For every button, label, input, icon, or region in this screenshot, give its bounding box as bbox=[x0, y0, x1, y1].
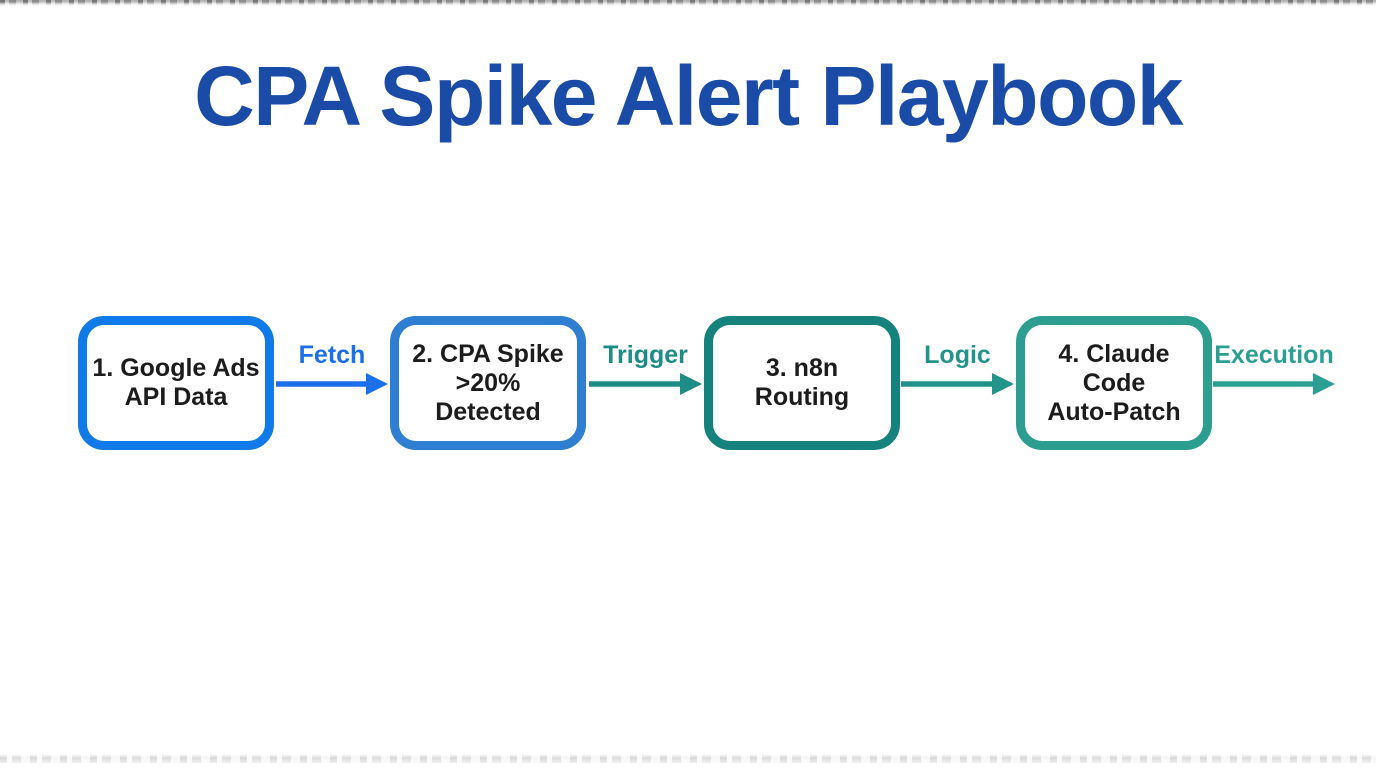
node-cpa-spike-detected: 2. CPA Spike >20% Detected bbox=[390, 316, 586, 450]
arrow-right-icon bbox=[589, 373, 702, 395]
connector-label: Execution bbox=[1214, 341, 1334, 369]
connector-label: Fetch bbox=[298, 341, 366, 369]
top-edge-artifact bbox=[0, 0, 1376, 6]
node-label-line: Auto-Patch bbox=[1047, 397, 1181, 426]
arrow-right-icon bbox=[1213, 373, 1335, 395]
page-title: CPA Spike Alert Playbook bbox=[194, 49, 1183, 143]
connector-label: Trigger bbox=[603, 341, 688, 369]
connector-logic: Logic bbox=[901, 342, 1014, 398]
node-label-line: 1. Google Ads bbox=[92, 354, 260, 382]
arrow-right-icon bbox=[276, 373, 388, 395]
node-label-line: 4. Claude bbox=[1058, 339, 1170, 368]
arrow-right-icon bbox=[901, 373, 1014, 395]
connector-label: Logic bbox=[924, 341, 991, 369]
bottom-edge-artifact bbox=[0, 754, 1376, 763]
node-label-line: 2. CPA Spike bbox=[412, 339, 564, 368]
node-label-line: 3. n8n bbox=[765, 354, 839, 382]
node-claude-code-auto-patch: 4. Claude Code Auto-Patch bbox=[1016, 316, 1212, 450]
connector-fetch: Fetch bbox=[276, 342, 388, 398]
node-label-line: Routing bbox=[754, 383, 850, 411]
node-label-line: Detected bbox=[435, 397, 541, 426]
connector-trigger: Trigger bbox=[589, 342, 702, 398]
node-label-line: API Data bbox=[124, 383, 228, 411]
node-label-line: Code bbox=[1082, 368, 1146, 397]
connector-execution: Execution bbox=[1213, 342, 1335, 398]
node-n8n-routing: 3. n8n Routing bbox=[704, 316, 900, 450]
node-label-line: >20% bbox=[455, 368, 521, 397]
node-google-ads-api-data: 1. Google Ads API Data bbox=[78, 316, 274, 450]
